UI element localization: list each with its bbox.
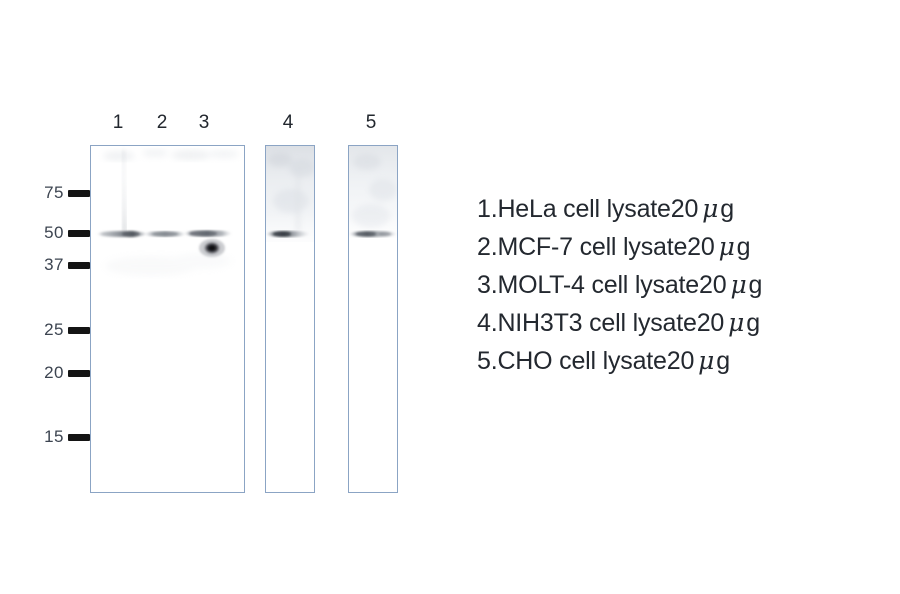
mw-label-37: 37	[44, 255, 64, 274]
mu-symbol-icon-2: μ	[718, 232, 735, 261]
legend-amount-5: 20	[666, 347, 695, 375]
film-mottle-top	[103, 149, 239, 161]
band-lane-3-dark-spot	[199, 239, 225, 257]
legend-unit-5: g	[716, 347, 730, 375]
mw-tick-20	[68, 370, 90, 377]
blot-panel-4-film	[266, 146, 314, 492]
legend-index-5: 5.	[477, 347, 498, 375]
lane-number-3: 3	[198, 112, 210, 133]
mw-label-20: 20	[44, 363, 64, 382]
lane-number-1: 1	[112, 112, 124, 133]
lane-number-2: 2	[156, 112, 168, 133]
legend-unit-1: g	[720, 195, 734, 223]
legend-sample-4: NIH3T3 cell lysate	[497, 309, 697, 337]
band-lane-3	[184, 230, 232, 237]
band-lane-1	[97, 230, 147, 238]
mu-symbol-icon-4: μ	[728, 308, 745, 337]
legend-index-4: 4.	[477, 309, 498, 337]
lane-number-4: 4	[282, 112, 294, 133]
lane-number-5: 5	[365, 112, 377, 133]
blot-panel-lanes-1-3	[90, 145, 245, 493]
legend-sample-3: MOLT-4 cell lysate	[497, 271, 700, 299]
legend-unit-2: g	[736, 233, 751, 261]
mw-tick-15	[68, 434, 90, 441]
legend-index-2: 2.	[477, 233, 498, 261]
mw-tick-25	[68, 327, 90, 334]
mw-tick-37	[68, 262, 90, 269]
legend-sample-2: MCF-7 cell lysate	[497, 233, 688, 261]
film-mottle-panel-4	[268, 153, 314, 232]
mw-label-75: 75	[44, 183, 64, 202]
band-lane-2	[144, 231, 186, 237]
legend-amount-4: 20	[696, 309, 725, 337]
legend-unit-4: g	[746, 309, 760, 337]
blot-panel-1-film	[91, 146, 244, 492]
mw-label-15: 15	[44, 427, 64, 446]
lane1-vertical-streak	[122, 150, 127, 232]
legend-index-3: 3.	[477, 271, 498, 299]
legend-amount-3: 20	[699, 271, 727, 299]
legend-sample-1: HeLa cell lysate	[497, 195, 671, 223]
mw-label-50: 50	[44, 223, 64, 242]
blot-panel-lane-4	[265, 145, 315, 493]
legend-unit-3: g	[748, 271, 763, 299]
mw-tick-50	[68, 230, 90, 237]
blot-panel-5-film	[349, 146, 397, 492]
blot-panel-4-svg	[266, 146, 314, 242]
blot-panel-lane-5	[348, 145, 398, 493]
mw-tick-75	[68, 190, 90, 197]
blot-panel-5-svg	[349, 146, 397, 238]
film-mottle-panel-5	[352, 154, 397, 228]
band-lane-4	[266, 230, 310, 238]
mw-label-25: 25	[44, 320, 64, 339]
legend-index-1: 1.	[477, 195, 498, 223]
film-noise-lower	[105, 253, 231, 276]
legend-amount-1: 20	[670, 195, 699, 223]
mu-symbol-icon-5: μ	[698, 346, 715, 375]
blot-panel-1-svg	[97, 149, 239, 276]
mu-symbol-icon-1: μ	[702, 194, 719, 223]
mu-symbol-icon-3: μ	[730, 270, 747, 299]
band-lane-5	[349, 231, 397, 237]
legend-sample-5: CHO cell lysate	[497, 347, 667, 375]
legend-amount-2: 20	[687, 233, 715, 261]
